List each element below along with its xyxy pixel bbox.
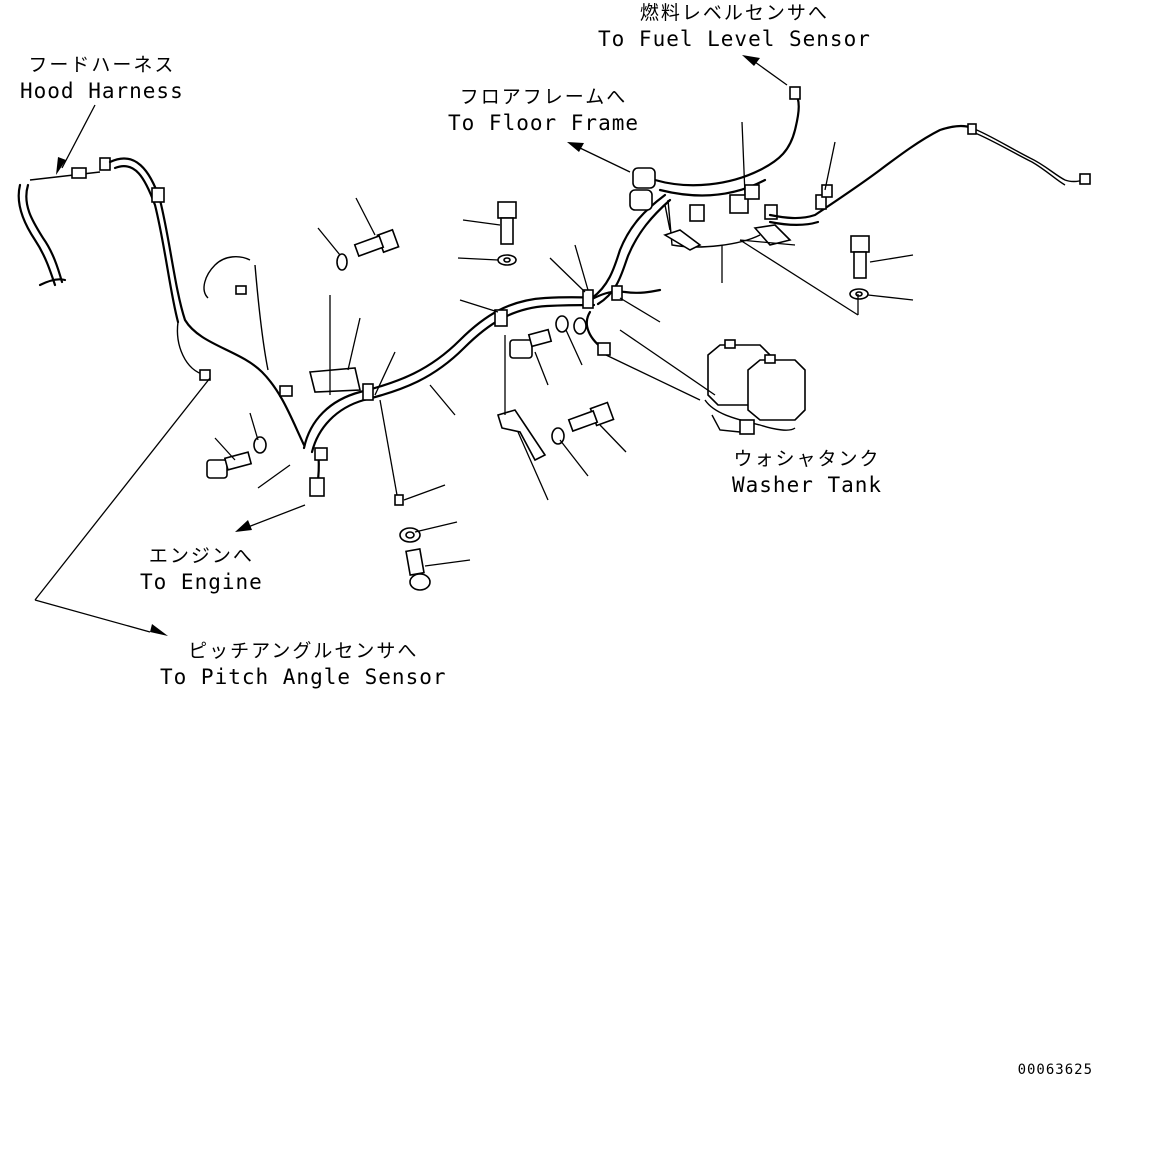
pitch-angle-sensor-en: To Pitch Angle Sensor — [160, 665, 447, 689]
floor-frame-jp: フロアフレームへ — [459, 86, 628, 108]
floor-frame-label: フロアフレームへ To Floor Frame — [448, 84, 639, 136]
fuel-level-sensor-label: 燃料レベルセンサへ To Fuel Level Sensor — [598, 0, 871, 52]
upper-right-cluster — [629, 86, 1091, 248]
hood-harness-en: Hood Harness — [20, 79, 184, 103]
leader-lines — [34, 55, 914, 636]
hood-harness-label: フードハーネス Hood Harness — [20, 52, 184, 104]
left-harness-branch — [108, 157, 306, 447]
fasteners — [206, 201, 870, 591]
engine-label: エンジンへ To Engine — [140, 543, 263, 595]
washer-tank-en: Washer Tank — [732, 473, 883, 497]
engine-jp: エンジンへ — [148, 545, 254, 567]
hood-harness-section — [17, 157, 111, 287]
washer-tank-label: ウォシャタンク Washer Tank — [732, 446, 882, 498]
fuel-level-sensor-en: To Fuel Level Sensor — [598, 27, 871, 51]
engine-en: To Engine — [140, 570, 263, 594]
washer-tank-jp: ウォシャタンク — [733, 448, 881, 470]
reference-number: 00063625 — [1017, 1062, 1093, 1078]
floor-frame-en: To Floor Frame — [448, 111, 640, 135]
pitch-angle-sensor-jp: ピッチアングルセンサへ — [188, 640, 419, 662]
main-harness-trunk — [302, 193, 672, 497]
hood-harness-jp: フードハーネス — [28, 54, 176, 76]
washer-tank-drawing — [704, 339, 806, 435]
pitch-angle-sensor-label: ピッチアングルセンサへ To Pitch Angle Sensor — [160, 638, 447, 690]
fuel-level-sensor-jp: 燃料レベルセンサへ — [639, 2, 829, 24]
